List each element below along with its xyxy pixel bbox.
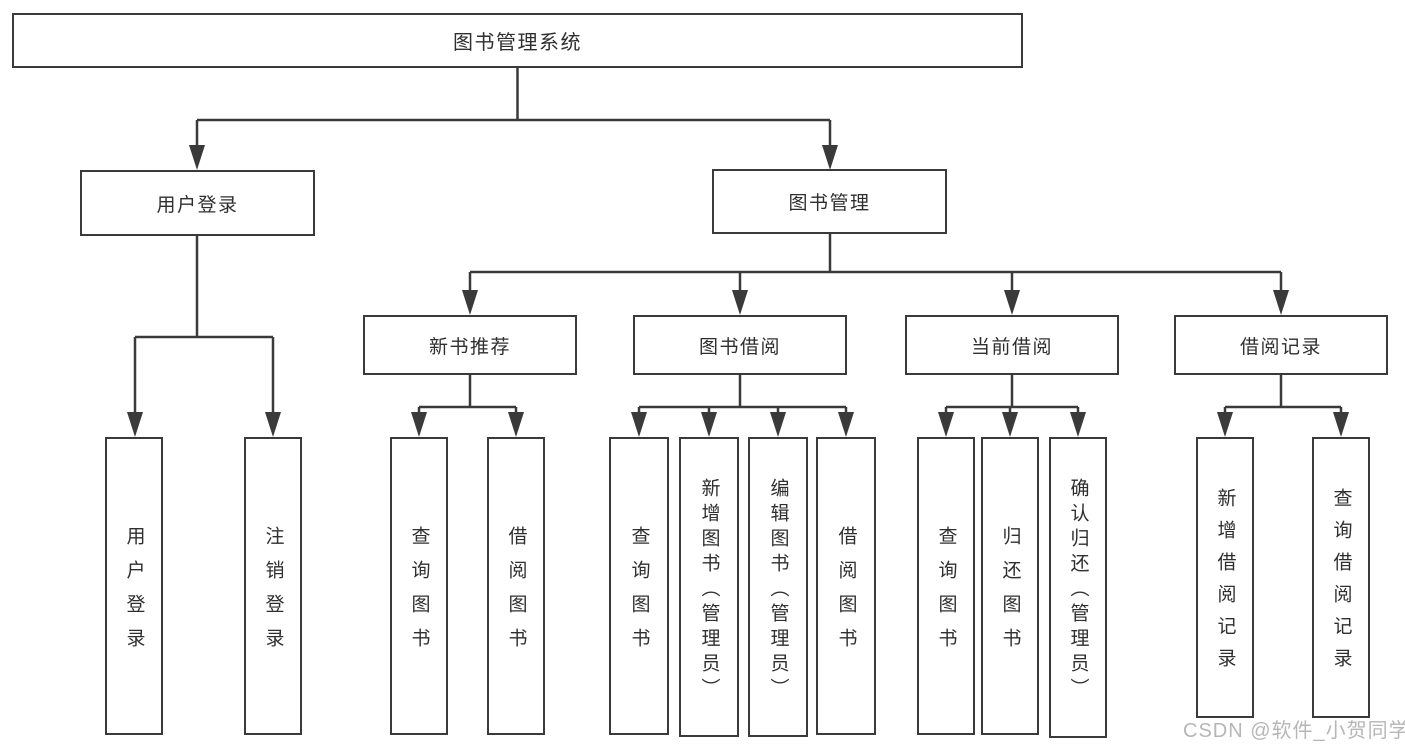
arrowhead-icon xyxy=(1002,412,1018,437)
watermark: CSDN @软件_小贺同学 xyxy=(1183,720,1405,742)
leaf-confirm-return-admin-label: 确认归还（管理员） xyxy=(1067,478,1089,703)
leaf-query-borrow-record: 查询借阅记录 xyxy=(1312,437,1370,718)
leaf-logout-label: 注销登录 xyxy=(262,525,284,662)
leaf-borrowing-query-books-label: 查询图书 xyxy=(628,525,650,662)
leaf-add-borrow-record: 新增借阅记录 xyxy=(1196,437,1254,718)
leaf-recommend-query-books-label: 查询图书 xyxy=(408,525,430,662)
leaf-borrowing-query-books: 查询图书 xyxy=(609,437,669,735)
arrowhead-icon xyxy=(1070,412,1086,437)
leaf-add-book-admin: 新增图书（管理员） xyxy=(679,437,739,737)
arrowhead-icon xyxy=(938,412,954,437)
leaf-add-book-admin-label: 新增图书（管理员） xyxy=(698,477,720,703)
arrowhead-icon xyxy=(508,412,524,437)
connector-line xyxy=(1223,375,1343,418)
leaf-logout: 注销登录 xyxy=(244,437,302,735)
arrowhead-icon xyxy=(1004,290,1020,315)
arrowhead-icon xyxy=(701,412,717,437)
arrowhead-icon xyxy=(265,412,281,437)
leaf-edit-book-admin: 编辑图书（管理员） xyxy=(748,437,808,737)
leaf-user-login: 用户登录 xyxy=(105,437,163,735)
arrowhead-icon xyxy=(631,412,647,437)
leaf-borrowing-borrow-books-label: 借阅图书 xyxy=(835,525,857,662)
node-new-book-recommend: 新书推荐 xyxy=(363,315,577,375)
connector-line xyxy=(417,375,518,418)
leaf-edit-book-admin-label: 编辑图书（管理员） xyxy=(767,477,789,703)
node-current-borrowing: 当前借阅 xyxy=(905,315,1119,375)
connector-line xyxy=(195,68,832,150)
node-new-book-recommend-label: 新书推荐 xyxy=(428,336,511,358)
node-current-borrowing-label: 当前借阅 xyxy=(970,336,1053,358)
node-borrowing-records-label: 借阅记录 xyxy=(1239,336,1322,358)
leaf-borrowing-borrow-books: 借阅图书 xyxy=(816,437,876,735)
leaf-return-book: 归还图书 xyxy=(981,437,1039,735)
node-user-login-label: 用户登录 xyxy=(156,194,239,216)
arrowhead-icon xyxy=(822,145,838,170)
leaf-user-login-label: 用户登录 xyxy=(123,525,145,662)
leaf-recommend-query-books: 查询图书 xyxy=(390,437,448,735)
leaf-recommend-borrow-books: 借阅图书 xyxy=(487,437,545,735)
node-root-label: 图书管理系统 xyxy=(453,32,582,54)
node-root: 图书管理系统 xyxy=(12,13,1023,68)
node-user-login: 用户登录 xyxy=(80,170,315,236)
connector-line xyxy=(133,236,275,418)
arrowhead-icon xyxy=(732,290,748,315)
connector-line xyxy=(468,234,1283,296)
leaf-current-query-books-label: 查询图书 xyxy=(935,525,957,662)
arrowhead-icon xyxy=(411,412,427,437)
node-borrowing-records: 借阅记录 xyxy=(1174,315,1388,375)
node-book-borrowing: 图书借阅 xyxy=(633,315,847,375)
arrowhead-icon xyxy=(838,412,854,437)
arrowhead-icon xyxy=(1273,290,1289,315)
connector-line xyxy=(637,375,848,418)
leaf-confirm-return-admin: 确认归还（管理员） xyxy=(1049,437,1107,738)
arrowhead-icon xyxy=(770,412,786,437)
leaf-current-query-books: 查询图书 xyxy=(917,437,975,735)
node-book-management: 图书管理 xyxy=(712,169,947,234)
node-book-management-label: 图书管理 xyxy=(788,193,871,214)
arrowhead-icon xyxy=(189,145,205,170)
arrowhead-icon xyxy=(462,290,478,315)
leaf-query-borrow-record-label: 查询借阅记录 xyxy=(1330,488,1352,680)
arrowhead-icon xyxy=(1217,412,1233,437)
leaf-add-borrow-record-label: 新增借阅记录 xyxy=(1214,488,1236,680)
arrowhead-icon xyxy=(127,412,143,437)
leaf-return-book-label: 归还图书 xyxy=(999,525,1021,662)
connector-line xyxy=(944,375,1080,418)
node-book-borrowing-label: 图书借阅 xyxy=(698,336,781,358)
arrowhead-icon xyxy=(1333,412,1349,437)
leaf-recommend-borrow-books-label: 借阅图书 xyxy=(505,525,527,662)
